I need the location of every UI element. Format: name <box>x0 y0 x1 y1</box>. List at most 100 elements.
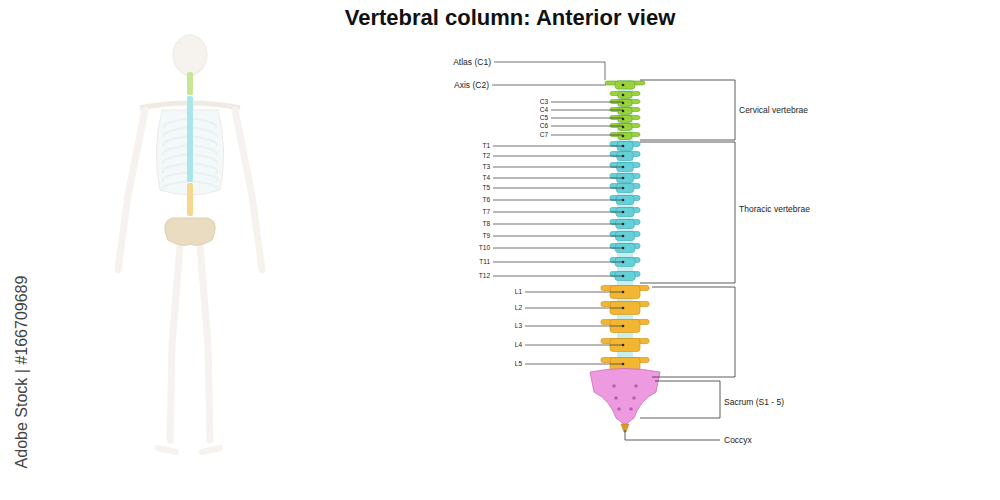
anatomy-label: C6 <box>540 123 548 130</box>
anatomy-label: C7 <box>540 132 548 139</box>
leader-line <box>525 308 623 309</box>
leader-line <box>525 345 623 346</box>
bracket-line <box>640 381 720 418</box>
cervical-vertebra <box>610 108 640 115</box>
rib <box>190 181 218 191</box>
bracket-line <box>652 287 735 377</box>
leader-line <box>493 167 623 168</box>
anatomy-label: C5 <box>540 115 548 122</box>
spine-segment <box>187 183 193 216</box>
cervical-vertebra <box>610 133 640 140</box>
rib <box>190 145 217 155</box>
cervical-vertebra <box>605 81 645 89</box>
anatomy-label: T11 <box>479 259 490 266</box>
brackets <box>625 80 735 440</box>
anatomy-label: Atlas (C1) <box>453 58 491 67</box>
rib <box>190 154 217 164</box>
rib <box>190 136 216 146</box>
leader-line <box>525 292 623 293</box>
anatomy-label: T2 <box>482 153 490 160</box>
sacral-foramen <box>614 396 618 400</box>
sacral-foramen <box>632 396 636 400</box>
anatomy-label: C3 <box>540 99 548 106</box>
rib <box>190 118 216 128</box>
rib <box>164 136 190 146</box>
leader-line <box>493 236 623 237</box>
anatomy-label: T12 <box>479 273 490 280</box>
leader-line <box>493 276 623 277</box>
anatomy-label: T4 <box>482 175 490 182</box>
leader-line <box>493 262 623 263</box>
anatomy-label: Thoracic vertebrae <box>739 205 810 214</box>
cervical-vertebra <box>610 100 640 107</box>
diagram-title: Vertebral column: Anterior view <box>345 7 676 29</box>
leader-line <box>493 248 623 249</box>
vertebral-column <box>590 80 660 432</box>
rib <box>163 145 190 155</box>
bracket-line <box>640 80 735 140</box>
vertebral-body <box>618 124 632 131</box>
vertebral-body <box>618 92 632 99</box>
anatomy-label: Cervical vertebrae <box>739 106 808 115</box>
leader-line <box>525 326 623 327</box>
anatomy-label: T5 <box>482 185 490 192</box>
leader-line <box>493 146 623 147</box>
limb-bone <box>200 245 210 440</box>
sacral-foramen <box>629 407 633 411</box>
leader-line <box>493 212 623 213</box>
cervical-vertebra <box>610 92 640 99</box>
anatomy-label: L5 <box>515 361 522 368</box>
leader-line <box>551 118 623 119</box>
leader-line <box>493 156 623 157</box>
anatomy-label: L3 <box>515 323 522 330</box>
spine-segment <box>187 72 193 95</box>
leader-line <box>493 178 623 179</box>
vertebral-body <box>618 100 632 107</box>
limb-bone <box>170 245 180 440</box>
anatomy-label: C4 <box>540 107 548 114</box>
limb-bone <box>118 110 145 270</box>
sacrum <box>590 369 660 426</box>
watermark: Adobe Stock | #166709689 <box>14 276 30 469</box>
leader-line <box>525 364 623 365</box>
cervical-vertebra <box>610 124 640 131</box>
vertebral-body <box>618 116 632 123</box>
rib <box>164 127 190 137</box>
foot-bones <box>158 448 220 452</box>
leader-line <box>551 126 623 127</box>
bracket-line <box>640 142 735 283</box>
bracket-line <box>625 430 720 440</box>
sacral-foramen <box>617 407 621 411</box>
vertebral-body <box>618 133 632 140</box>
anatomy-label: L1 <box>515 289 522 296</box>
anatomy-label: T8 <box>482 221 490 228</box>
vertebral-body <box>615 81 635 89</box>
center-dot <box>622 94 625 97</box>
leader-line <box>492 85 606 86</box>
leader-line <box>551 102 623 103</box>
anatomy-label: L2 <box>515 305 522 312</box>
rib <box>162 181 190 191</box>
leader-line <box>493 224 623 225</box>
rib <box>190 127 216 137</box>
leader-line <box>493 188 623 189</box>
vertebral-body <box>618 108 632 115</box>
center-dot <box>622 84 625 87</box>
anatomy-label: T6 <box>482 197 490 204</box>
spine-segment <box>187 96 193 182</box>
sacral-foramen <box>634 384 638 388</box>
limb-bone <box>235 110 262 270</box>
anatomy-label: T3 <box>482 164 490 171</box>
leader-line <box>551 135 623 136</box>
cervical-vertebra <box>610 116 640 123</box>
rib <box>164 118 190 128</box>
anatomy-label: Sacrum (S1 - 5) <box>724 398 784 407</box>
leader-line <box>494 62 605 80</box>
sacral-foramen <box>612 384 616 388</box>
anatomy-label: Axis (C2) <box>454 81 489 90</box>
pelvis <box>165 218 215 245</box>
anatomy-label: T7 <box>482 209 490 216</box>
anatomy-label: T9 <box>482 233 490 240</box>
